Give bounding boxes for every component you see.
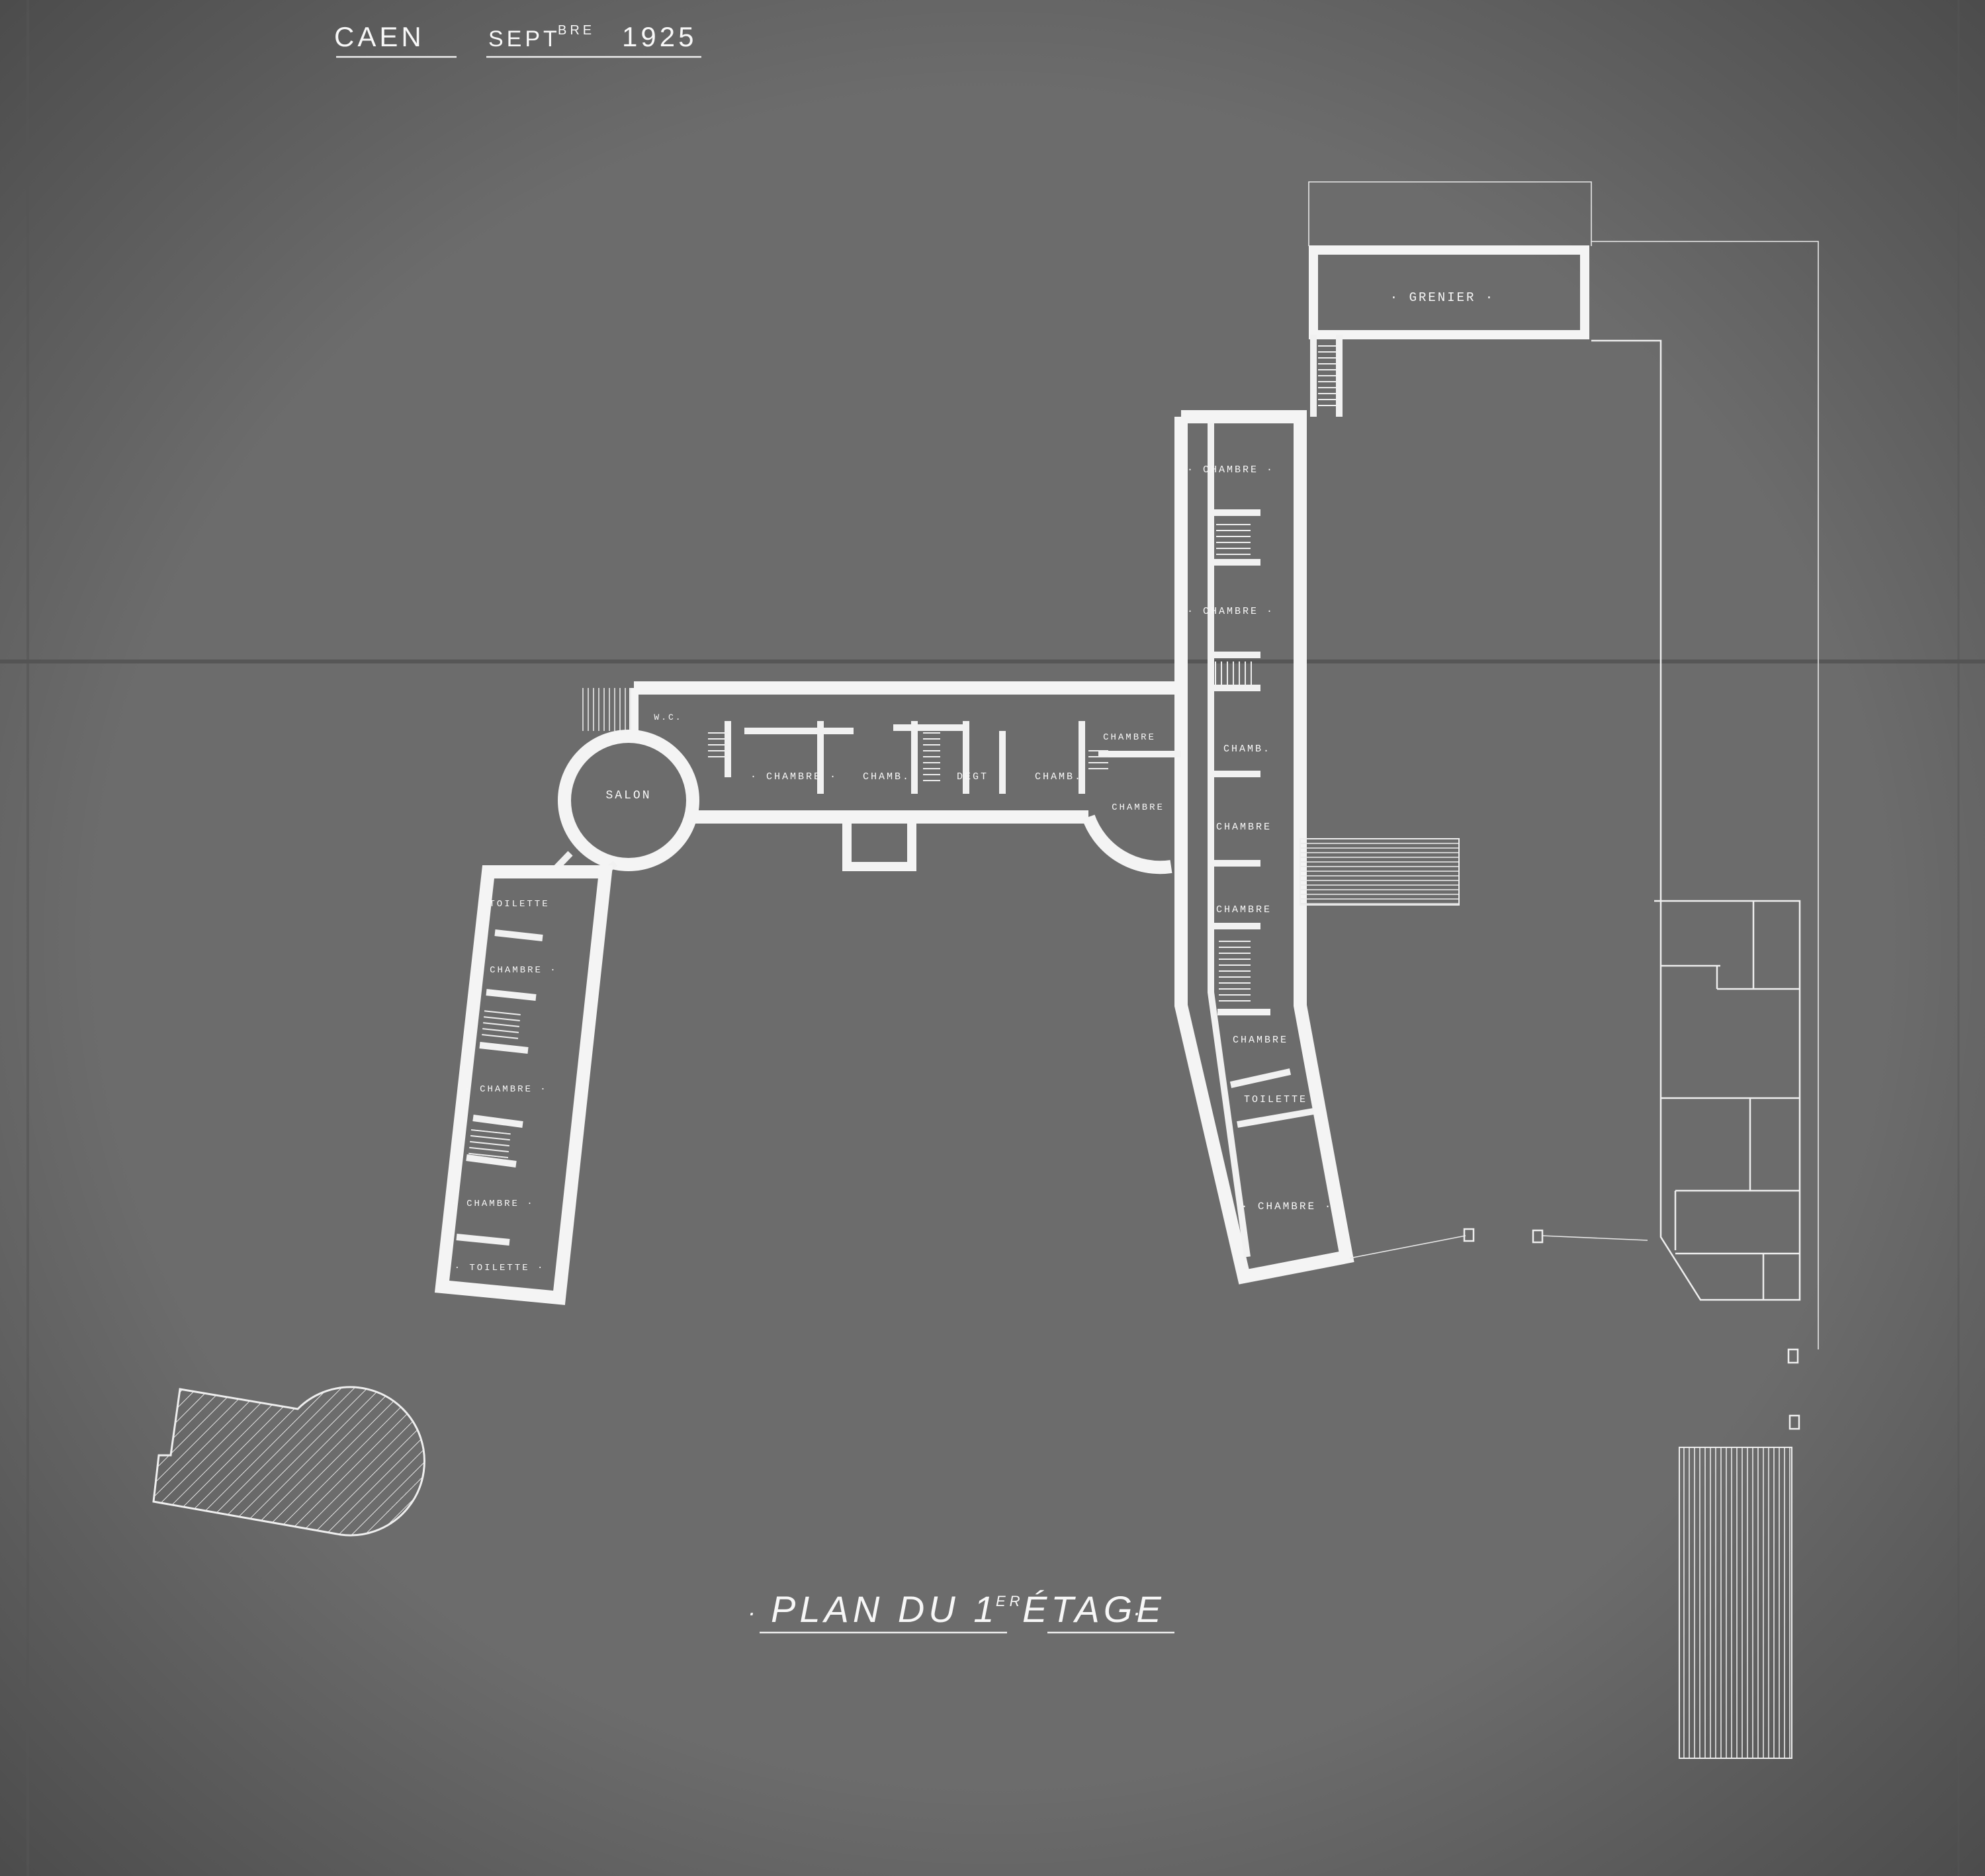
- room-label-right-toilette: TOILETTE: [1244, 1094, 1307, 1105]
- date-caption: CAEN SEPT BRE 1925: [334, 21, 701, 58]
- right-wing-stair-mid: [1214, 661, 1254, 685]
- room-label-central-chambre: · CHAMBRE ·: [750, 771, 838, 783]
- grenier-stair: [1318, 344, 1338, 410]
- outbuilding-outline: [1591, 339, 1801, 1301]
- right-wing-walls: [1174, 410, 1354, 1285]
- boundary-post-2: [1532, 1229, 1544, 1244]
- partition-l1: [494, 929, 543, 941]
- grenier-walls: [1309, 245, 1589, 339]
- partition-r9: [1229, 1068, 1292, 1088]
- partition-l4: [472, 1115, 523, 1128]
- partition-l3: [479, 1042, 529, 1054]
- right-wing-corridor-wall: [1208, 423, 1251, 1258]
- right-wing-terrace: [1300, 838, 1460, 906]
- title-suffix: ·: [1133, 1599, 1145, 1626]
- boundary-post-1: [1463, 1228, 1475, 1242]
- property-line-top: [1591, 241, 1819, 1349]
- caption-city: CAEN: [334, 21, 425, 52]
- boundary-post-4: [1788, 1414, 1800, 1430]
- room-label-grenier: · GRENIER ·: [1390, 290, 1495, 305]
- left-wing-stair-bottom: [468, 1129, 511, 1159]
- plan-title: · PLAN DU 1 ER ÉTAGE ·: [748, 1588, 1174, 1634]
- boundary-post-3: [1787, 1348, 1799, 1364]
- left-wing: TOILETTE · CHAMBRE · · CHAMBRE · · CHAMB…: [434, 865, 613, 1305]
- room-label-right-chambre-4: CHAMBRE: [1216, 904, 1272, 916]
- corner-rotunda-stair: [1088, 747, 1108, 774]
- room-label-right-chambre-2: · CHAMBRE ·: [1187, 606, 1274, 617]
- hatched-annex-shape: [152, 1386, 425, 1537]
- right-wing-stair-top: [1216, 523, 1251, 559]
- salon-walls: [558, 730, 699, 871]
- partition-l6: [456, 1234, 510, 1246]
- room-label-corner-chambre-bottom: CHAMBRE: [1112, 802, 1165, 813]
- central-wing-entry-stair: [578, 688, 631, 731]
- room-label-left-toilette-bottom: · TOILETTE ·: [455, 1263, 545, 1273]
- partition-r10: [1237, 1108, 1314, 1128]
- central-wing: W.C. · CHAMBRE · CHAMB. DEGT CHAMB. CHAM…: [578, 681, 1181, 874]
- grenier-roof-outline: [1308, 181, 1592, 246]
- partition-l5: [466, 1154, 517, 1168]
- room-label-salon: SALON: [605, 789, 651, 802]
- title-text-end: ÉTAGE: [1022, 1588, 1165, 1630]
- right-wing-stair-bottom: [1219, 939, 1251, 1005]
- room-label-right-chambre-1: · CHAMBRE ·: [1187, 464, 1274, 476]
- title-prefix: ·: [748, 1599, 760, 1626]
- partition-l2: [486, 989, 537, 1001]
- room-label-central-chamb-2: CHAMB.: [1035, 771, 1082, 783]
- grenier-block: · GRENIER ·: [1308, 181, 1592, 417]
- caption-month-suffix: BRE: [558, 23, 595, 38]
- room-label-right-chambre-5: CHAMBRE: [1233, 1035, 1288, 1046]
- room-label-central-chamb: CHAMB.: [863, 771, 910, 783]
- title-superscript: ER: [996, 1593, 1024, 1609]
- boundary-line-2: [1541, 1235, 1648, 1241]
- boundary-line-1: [1349, 1235, 1466, 1259]
- right-wing: · CHAMBRE · · CHAMBRE · CHAMB. CHAMBRE C…: [1174, 410, 1460, 1285]
- room-label-left-chambre-1: · CHAMBRE ·: [474, 965, 557, 976]
- room-label-left-chambre-2: · CHAMBRE ·: [464, 1084, 547, 1095]
- title-text: PLAN DU 1: [771, 1588, 998, 1630]
- room-label-right-chambre-6: · CHAMBRE ·: [1241, 1201, 1333, 1213]
- garden-hatched-block: [1679, 1447, 1792, 1759]
- room-label-right-chamb: CHAMB.: [1223, 744, 1271, 755]
- room-label-central-degt: DEGT: [957, 771, 989, 783]
- corner-rotunda-right: [1082, 814, 1172, 874]
- central-wing-projection: [842, 817, 916, 871]
- central-wing-stair-small: [708, 728, 728, 761]
- left-wing-walls: [434, 865, 613, 1305]
- room-label-corner-chambre-top: CHAMBRE: [1103, 732, 1156, 743]
- caption-month: SEPT: [488, 26, 560, 52]
- left-wing-stair-top: [481, 1007, 521, 1043]
- room-label-left-toilette-top: TOILETTE: [489, 899, 549, 910]
- outbuildings: [1349, 241, 1819, 1759]
- central-wing-stair: [923, 731, 940, 784]
- room-label-right-chambre-3: CHAMBRE: [1216, 822, 1272, 833]
- room-label-wc: W.C.: [654, 712, 682, 722]
- caption-year: 1925: [622, 21, 697, 52]
- hatched-annex: [152, 1386, 425, 1537]
- room-label-left-chambre-3: · CHAMBRE ·: [451, 1199, 534, 1209]
